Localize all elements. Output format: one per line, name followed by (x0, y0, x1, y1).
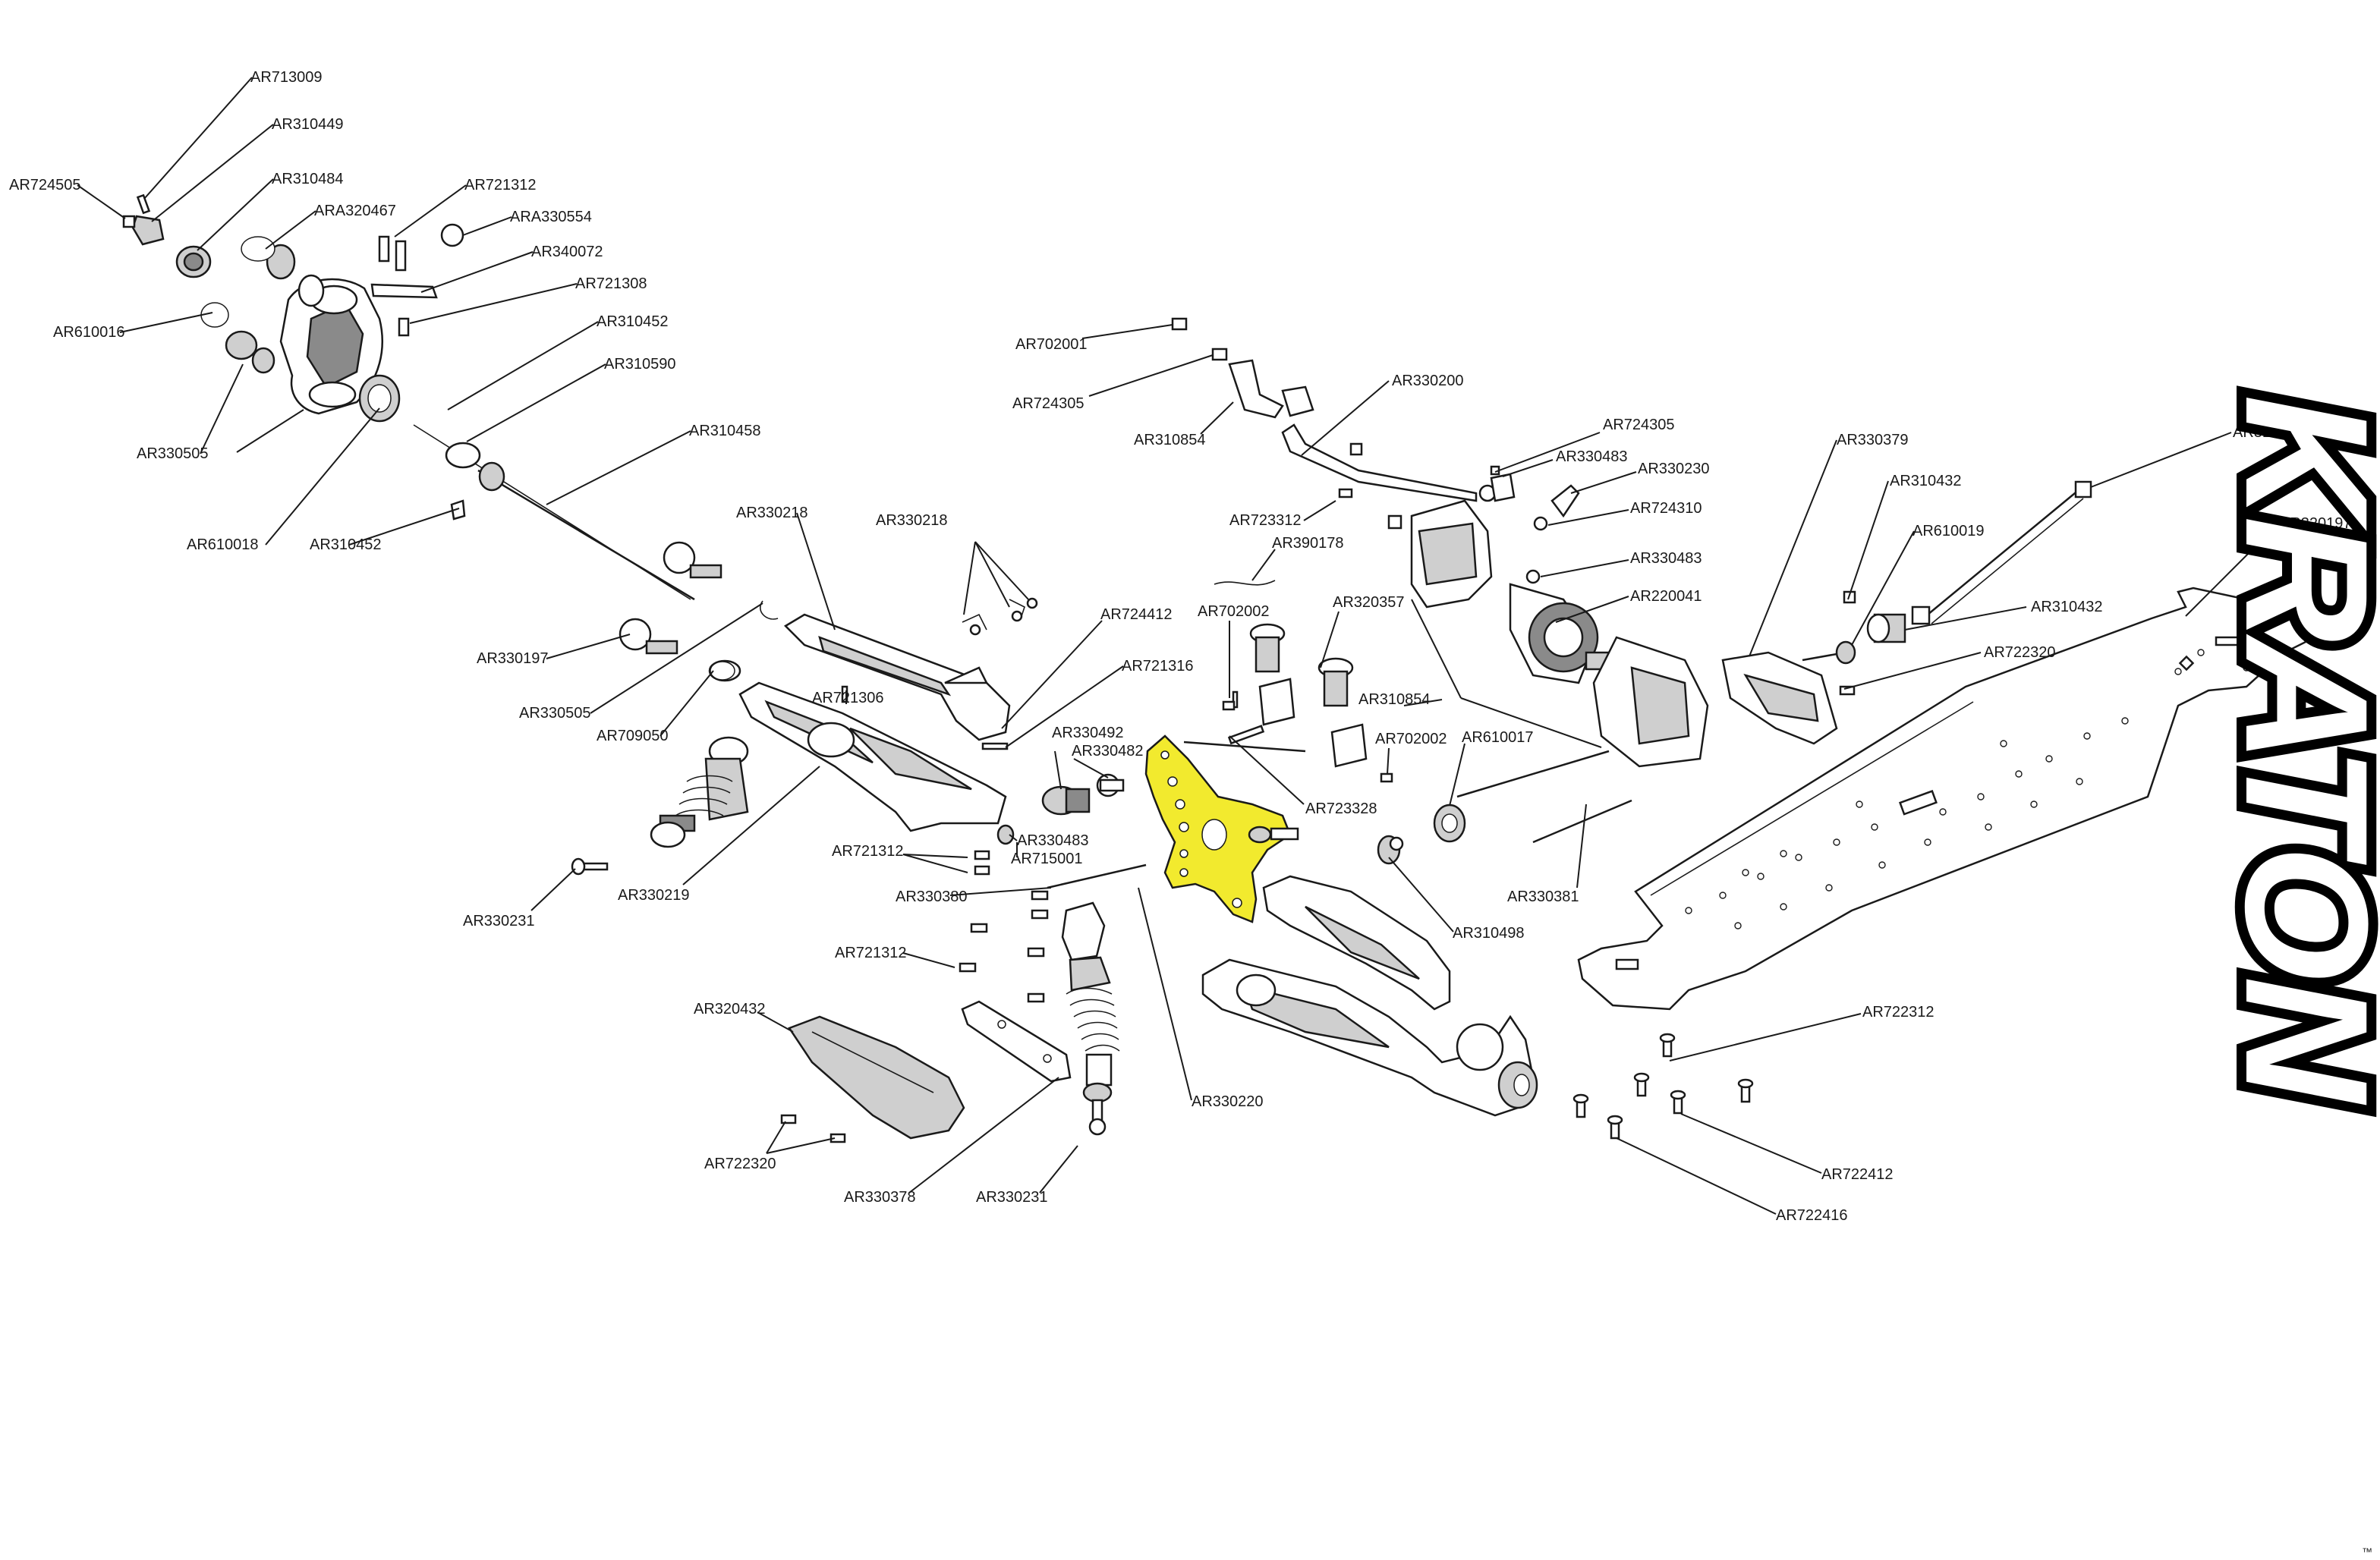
label-AR330200: AR330200 (1392, 373, 1464, 389)
label-AR330231-b: AR330231 (976, 1189, 1048, 1206)
differential-and-gearbox (1377, 465, 1709, 865)
label-AR330218-b: AR330218 (876, 512, 948, 529)
label-AR724412: AR724412 (1100, 606, 1173, 623)
label-AR330197: AR330197 (477, 650, 549, 667)
label-AR330378: AR330378 (844, 1189, 916, 1206)
label-AR320197: AR320197 (2280, 515, 2352, 532)
label-AR310484: AR310484 (272, 171, 344, 187)
driveshaft (413, 424, 779, 682)
label-AR340072: AR340072 (531, 244, 603, 260)
rear-shock-absorber (650, 736, 749, 848)
label-AR220041: AR220041 (1630, 588, 1702, 605)
label-AR310432-b: AR310432 (2031, 599, 2103, 615)
label-AR330505: AR330505 (137, 445, 209, 462)
label-AR330380: AR330380 (896, 889, 968, 905)
label-AR722416: AR722416 (1776, 1207, 1848, 1224)
leader-lines (77, 77, 2278, 1215)
label-AR715001: AR715001 (1011, 851, 1083, 867)
kraton-logo: KRATON (2199, 385, 2380, 1115)
label-ARA330554: ARA330554 (510, 209, 592, 225)
label-AR310472: AR310472 (2233, 424, 2305, 441)
label-AR310458: AR310458 (689, 423, 761, 439)
label-AR724305-b: AR724305 (1603, 417, 1675, 433)
label-AR310498: AR310498 (1453, 925, 1525, 942)
pivot-bearing-parts (959, 773, 1147, 1003)
label-AR390178: AR390178 (1272, 535, 1344, 552)
label-AR310854-b: AR310854 (1358, 691, 1431, 708)
label-AR610017: AR610017 (1462, 729, 1534, 746)
hub-carrier-assembly (122, 193, 464, 423)
label-AR724505: AR724505 (9, 177, 81, 193)
pivot-posts (1183, 623, 1393, 783)
parts-illustration (122, 193, 2316, 1143)
label-AR721308: AR721308 (575, 275, 647, 292)
label-AR320357: AR320357 (1333, 594, 1405, 611)
label-AR330231: AR330231 (463, 913, 535, 929)
label-AR721316: AR721316 (1122, 658, 1194, 675)
right-mount-and-driveshaft (1721, 480, 2092, 745)
label-AR330483: AR330483 (1556, 448, 1628, 465)
label-AR310452: AR310452 (597, 313, 669, 330)
label-AR610018: AR610018 (187, 536, 259, 553)
label-AR310854: AR310854 (1134, 432, 1206, 448)
label-AR310432: AR310432 (1890, 473, 1962, 489)
label-AR724310: AR724310 (1630, 500, 1702, 517)
label-AR310452-b: AR310452 (310, 536, 382, 553)
label-AR721306: AR721306 (812, 690, 884, 706)
label-AR702001: AR702001 (1015, 336, 1088, 353)
label-AR702002-b: AR702002 (1375, 731, 1447, 747)
shock-tower-highlighted (1144, 734, 1299, 923)
trademark-mark: ™ (2362, 1546, 2372, 1558)
label-AR310449: AR310449 (272, 116, 344, 133)
label-AR723328: AR723328 (1305, 800, 1377, 817)
front-shock-absorber (1061, 901, 1120, 1136)
label-AR330218: AR330218 (736, 505, 808, 521)
chassis-screws (1572, 1033, 1754, 1140)
label-AR330219: AR330219 (618, 887, 690, 904)
label-AR724305: AR724305 (1012, 395, 1085, 412)
hinge-pin-brace (961, 1000, 1072, 1083)
steering-linkage (1171, 317, 1478, 586)
label-AR330505-b: AR330505 (519, 705, 591, 722)
label-AR722312: AR722312 (1862, 1004, 1935, 1021)
brand-text: KRATON (2209, 395, 2380, 1106)
label-AR330381: AR330381 (1507, 889, 1579, 905)
label-AR320432: AR320432 (694, 1001, 766, 1017)
label-AR721312-c: AR721312 (835, 945, 907, 961)
label-AR330492: AR330492 (1052, 725, 1124, 741)
label-AR330220: AR330220 (1192, 1093, 1264, 1110)
label-AR610019: AR610019 (1912, 523, 1985, 539)
upper-suspension-arm (783, 597, 1038, 741)
label-AR330483-c: AR330483 (1017, 832, 1089, 849)
label-AR723312: AR723312 (1229, 512, 1302, 529)
label-AR702002: AR702002 (1198, 603, 1270, 620)
label-ARA320467: ARA320467 (314, 203, 396, 219)
label-AR713009: AR713009 (250, 69, 323, 86)
chassis-plate (1577, 587, 2316, 1011)
label-AR709050: AR709050 (597, 728, 669, 744)
label-AR722320: AR722320 (1984, 644, 2056, 661)
label-AR610016: AR610016 (53, 324, 125, 341)
label-AR721312-b: AR721312 (832, 843, 904, 860)
front-suspension-arms (1201, 875, 1538, 1117)
label-AR330482: AR330482 (1072, 743, 1144, 760)
label-AR721312: AR721312 (464, 177, 537, 193)
label-AR310590: AR310590 (604, 356, 676, 373)
label-AR330379: AR330379 (1837, 432, 1909, 448)
label-AR330483-b: AR330483 (1630, 550, 1702, 567)
skid-plate (780, 1015, 965, 1143)
label-AR722320-b: AR722320 (704, 1156, 776, 1172)
part-number-labels: AR713009 AR310449 AR724505 AR310484 ARA3… (9, 69, 2352, 1224)
small-hardware-left (571, 661, 1265, 876)
label-AR330230: AR330230 (1638, 461, 1710, 477)
label-AR722412: AR722412 (1821, 1166, 1894, 1183)
lower-suspension-arm (738, 681, 1007, 832)
